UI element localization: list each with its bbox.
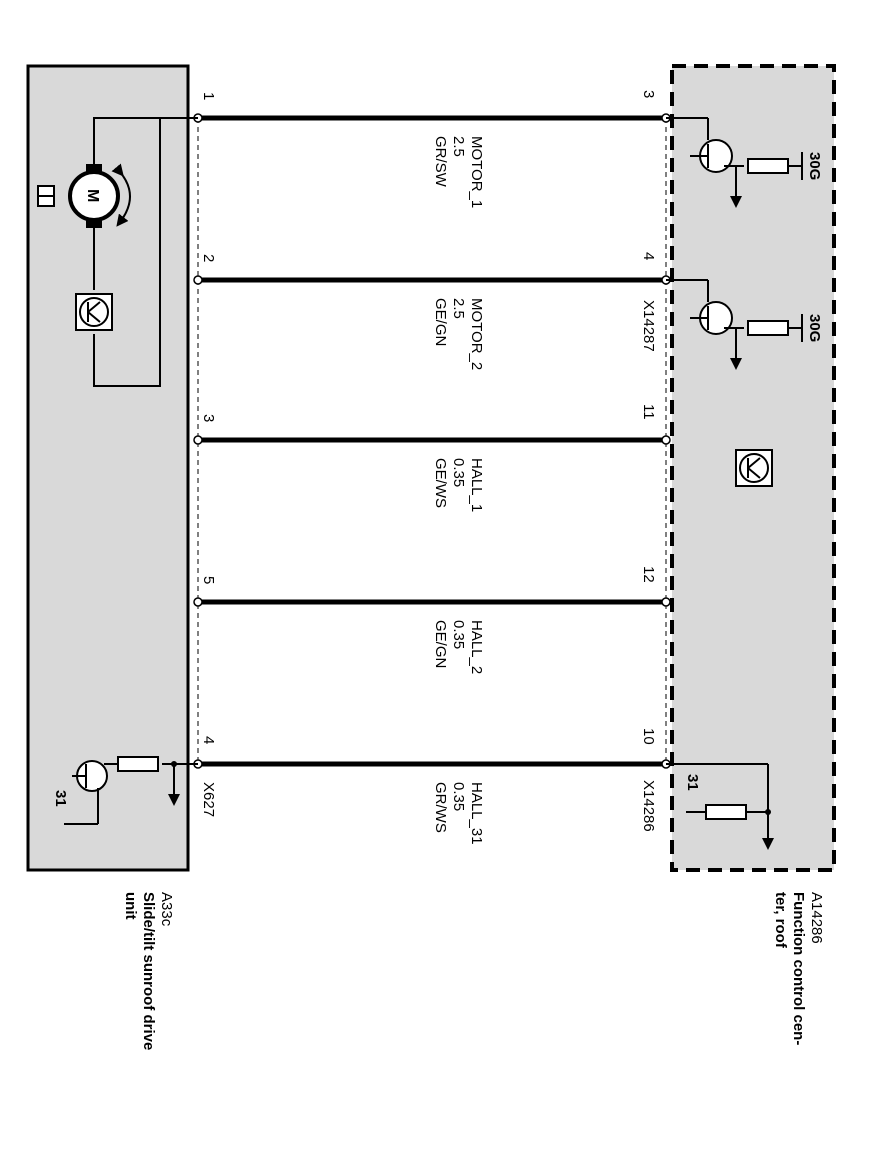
wire-color: GR/WS	[432, 782, 449, 833]
drive-unit-desc-line-2: unit	[122, 892, 139, 920]
left-pin-4: 4	[200, 736, 217, 744]
control-ground-terminal: 31	[684, 774, 701, 791]
wire-color: GR/SW	[432, 136, 449, 188]
wire-label-motor-2: MOTOR_2 2.5 GE/GN	[432, 298, 485, 370]
wire-size: 0.35	[450, 458, 467, 487]
wire-label-hall-1: HALL_1 0.35 GE/WS	[432, 458, 485, 512]
control-center-id: A14286	[808, 892, 825, 944]
drive-unit-desc-line-1: Slide/tilt sunroof drive	[140, 892, 157, 1050]
left-pin-5: 5	[200, 576, 217, 584]
wire-color: GE/GN	[432, 620, 449, 668]
supply-terminal-2: 30G	[806, 314, 823, 342]
motor-icon: M	[37, 163, 131, 228]
wire-size: 0.35	[450, 620, 467, 649]
wire-name: HALL_31	[468, 782, 485, 845]
wire-size: 2.5	[450, 298, 467, 319]
wire-color: GE/GN	[432, 298, 449, 346]
wire-color: GE/WS	[432, 458, 449, 508]
wire-size: 2.5	[450, 136, 467, 157]
right-pin-4: 4	[640, 252, 657, 260]
drive-unit-ground-circuit	[64, 756, 198, 825]
control-supply-1	[666, 117, 803, 208]
wire-group	[198, 115, 666, 767]
wire-size: 0.35	[450, 782, 467, 811]
control-hall-icon	[735, 449, 773, 487]
motor-symbol: M	[84, 189, 101, 202]
right-pin-11: 11	[640, 404, 657, 420]
right-pin-10: 10	[640, 728, 657, 745]
hall-sensor-icon	[75, 293, 113, 331]
wire-label-motor-1: MOTOR_1 2.5 GR/SW	[432, 136, 485, 208]
supply-terminal-1: 30G	[806, 152, 823, 180]
connector-x14287: X14287	[640, 300, 657, 352]
wire-name: MOTOR_1	[468, 136, 485, 208]
drive-unit-ground-terminal: 31	[52, 790, 69, 807]
control-supply-2	[666, 279, 803, 370]
connector-x627: X627	[200, 782, 217, 817]
wire-name: HALL_2	[468, 620, 485, 674]
left-pin-2: 2	[200, 254, 217, 262]
wire-name: HALL_1	[468, 458, 485, 512]
right-pin-3: 3	[640, 90, 657, 98]
connector-x14286: X14286	[640, 780, 657, 832]
wire-label-hall-2: HALL_2 0.35 GE/GN	[432, 620, 485, 674]
control-center-desc-line-1: Function control cen-	[790, 892, 807, 1045]
drive-unit-id: A33c	[158, 892, 175, 927]
left-pin-3: 3	[200, 414, 217, 422]
wire-label-hall-31: HALL_31 0.35 GR/WS	[432, 782, 485, 845]
control-ground-circuit	[666, 763, 774, 850]
control-center-desc-line-2: ter, roof	[772, 892, 789, 949]
wire-name: MOTOR_2	[468, 298, 485, 370]
left-pin-1: 1	[200, 92, 217, 100]
motor-circuit	[93, 117, 198, 387]
right-pin-12: 12	[640, 566, 657, 583]
